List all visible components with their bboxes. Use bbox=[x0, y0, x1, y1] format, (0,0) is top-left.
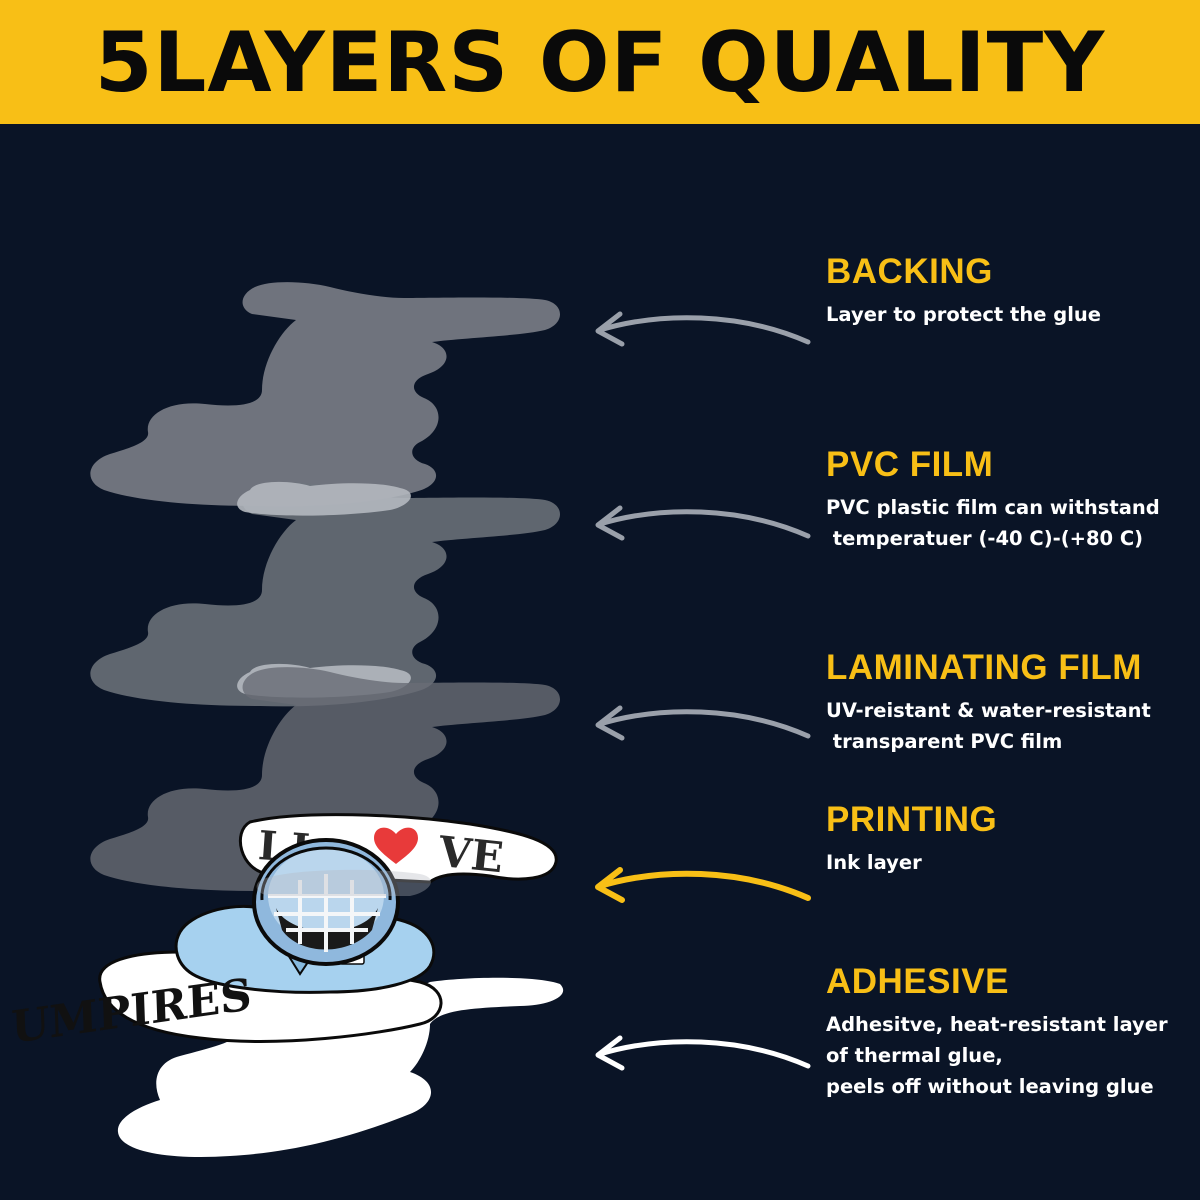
umpire-mask-icon bbox=[252, 838, 400, 966]
desc-line: PVC plastic film can withstand bbox=[826, 496, 1160, 519]
sticker-top-text-right: VE bbox=[435, 827, 505, 883]
adhesive-layer-shape bbox=[117, 977, 564, 1157]
desc-line: of thermal glue, bbox=[826, 1044, 1003, 1067]
arrow-laminating-film bbox=[595, 705, 811, 741]
arrow-backing bbox=[595, 311, 811, 347]
desc-line: UV-reistant & water-resistant bbox=[826, 699, 1151, 722]
label-pvc-film: PVC FILM PVC plastic film can withstand … bbox=[826, 447, 1160, 554]
label-printing: PRINTING Ink layer bbox=[826, 802, 997, 878]
desc-line: temperatuer (-40 C)-(+80 C) bbox=[826, 527, 1144, 550]
overlap-highlight-1 bbox=[237, 481, 411, 516]
desc-line: Adhesitve, heat-resistant layer bbox=[826, 1013, 1168, 1036]
arrow-printing bbox=[595, 867, 811, 903]
desc-line: peels off without leaving glue bbox=[826, 1075, 1154, 1098]
layer-title-backing: BACKING bbox=[826, 252, 993, 291]
label-laminating-film: LAMINATING FILM UV-reistant & water-resi… bbox=[826, 650, 1151, 757]
laminating-film-edge bbox=[256, 869, 431, 896]
layer-desc-printing: Ink layer bbox=[826, 847, 997, 878]
printed-sticker: I L VE UMPIRES bbox=[10, 813, 558, 1054]
desc-line: Ink layer bbox=[826, 851, 922, 874]
layer-title-printing: PRINTING bbox=[826, 800, 998, 839]
desc-line: Layer to protect the glue bbox=[826, 303, 1101, 326]
layer-desc-pvc-film: PVC plastic film can withstand temperatu… bbox=[826, 492, 1160, 554]
arrow-adhesive bbox=[595, 1035, 811, 1071]
label-backing: BACKING Layer to protect the glue bbox=[826, 254, 1101, 330]
layer-illustration: I L VE UMPIRES bbox=[10, 282, 811, 1157]
heart-icon bbox=[374, 827, 418, 864]
layer-title-adhesive: ADHESIVE bbox=[826, 962, 1009, 1001]
title-banner: 5LAYERS OF QUALITY bbox=[0, 0, 1200, 124]
layer-title-laminating-film: LAMINATING FILM bbox=[826, 648, 1142, 687]
layer-desc-adhesive: Adhesitve, heat-resistant layer of therm… bbox=[826, 1009, 1168, 1102]
layer-title-pvc-film: PVC FILM bbox=[826, 445, 994, 484]
layer-desc-backing: Layer to protect the glue bbox=[826, 299, 1101, 330]
backing-layer-shape bbox=[90, 282, 560, 507]
arrow-pvc-film bbox=[595, 505, 811, 541]
label-adhesive: ADHESIVE Adhesitve, heat-resistant layer… bbox=[826, 964, 1168, 1102]
layer-desc-laminating-film: UV-reistant & water-resistant transparen… bbox=[826, 695, 1151, 757]
desc-line: transparent PVC film bbox=[826, 730, 1063, 753]
page-title: 5LAYERS OF QUALITY bbox=[94, 13, 1106, 111]
